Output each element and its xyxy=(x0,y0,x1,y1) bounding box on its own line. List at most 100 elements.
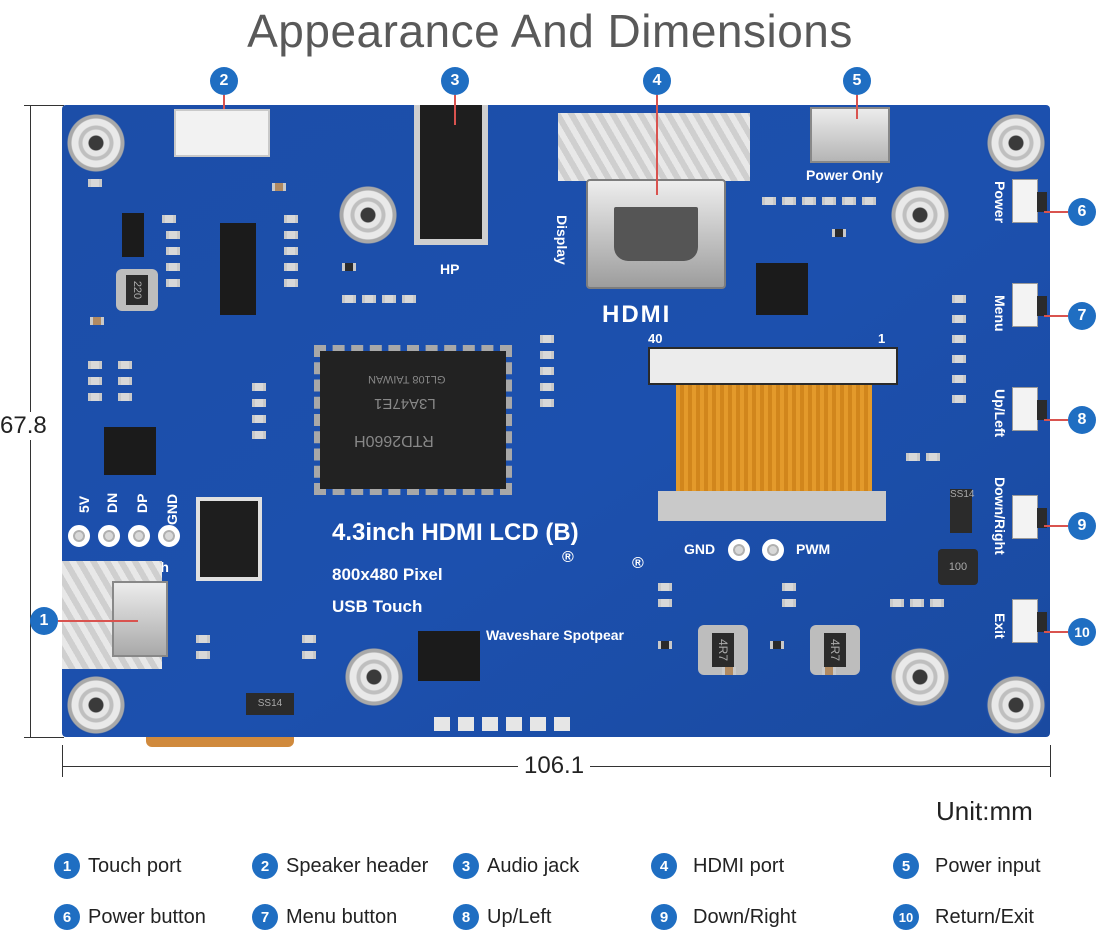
smd-resistor xyxy=(162,215,176,223)
smd-resistor xyxy=(910,599,924,607)
smd-resistor xyxy=(952,375,966,383)
power-only-label: Power Only xyxy=(806,167,884,183)
hp-label: HP xyxy=(440,261,460,277)
smd-resistor xyxy=(252,399,266,407)
chip-text-2: L3A47E1 xyxy=(374,395,436,412)
touch-usb-plug xyxy=(112,581,168,657)
callout-badge-9: 9 xyxy=(1068,512,1096,540)
legend-badge: 7 xyxy=(252,904,278,930)
legend-badge: 5 xyxy=(893,853,919,879)
side-label-exit: Exit xyxy=(992,613,1008,639)
bottom-ribbon xyxy=(146,737,294,747)
smd-resistor xyxy=(342,295,356,303)
ss14-diode xyxy=(122,213,144,257)
callout-leader-2 xyxy=(223,95,225,109)
smd-resistor xyxy=(284,263,298,271)
chip-text-1: RTD2660H xyxy=(354,432,434,449)
legend-badge: 3 xyxy=(453,853,479,879)
legend-item: 9 Down/Right xyxy=(651,903,796,931)
smd-resistor xyxy=(284,279,298,287)
callout-badge-2: 2 xyxy=(210,67,238,95)
height-value: 67.8 xyxy=(0,412,47,440)
smd-resistor xyxy=(930,599,944,607)
fpc-pin-40: 40 xyxy=(648,331,663,346)
smd-resistor xyxy=(782,583,796,591)
callout-badge-1: 1 xyxy=(30,607,58,635)
mounting-hole xyxy=(986,113,1046,173)
legend-item: 3 Audio jack xyxy=(453,852,579,880)
power-micro-usb xyxy=(810,107,890,163)
callout-badge-10: 10 xyxy=(1068,618,1096,646)
ss14-diode: SS14 xyxy=(950,489,974,533)
legend-label: Down/Right xyxy=(693,905,797,928)
hdmi-port xyxy=(586,179,726,289)
ic-chip xyxy=(104,427,156,475)
usb-pin xyxy=(128,525,150,547)
smd-capacitor xyxy=(722,667,736,675)
inductor: 100 xyxy=(938,549,978,585)
usb-pin xyxy=(98,525,120,547)
smd-resistor xyxy=(284,215,298,223)
smd-resistor xyxy=(822,197,836,205)
legend-label: Up/Left xyxy=(487,905,552,928)
smd-resistor xyxy=(862,197,876,205)
mounting-hole xyxy=(66,113,126,173)
callout-badge-8: 8 xyxy=(1068,406,1096,434)
side-label-power: Power xyxy=(992,181,1008,224)
legend-item: 1 Touch port xyxy=(54,852,181,880)
legend-badge: 6 xyxy=(54,904,80,930)
callout-leader-1 xyxy=(58,620,138,622)
mounting-hole xyxy=(890,647,950,707)
model-label: 4.3inch HDMI LCD (B) xyxy=(332,519,579,546)
smd-resistor xyxy=(540,367,554,375)
smd-resistor xyxy=(166,247,180,255)
legend-item: 7 Menu button xyxy=(252,903,397,931)
legend-badge: 9 xyxy=(651,904,677,930)
resolution-label: 800x480 Pixel xyxy=(332,565,443,584)
smd-resistor xyxy=(362,295,376,303)
speaker-header xyxy=(174,109,270,157)
smd-resistor xyxy=(952,315,966,323)
test-pads xyxy=(434,717,570,731)
smd-resistor xyxy=(252,415,266,423)
smd-resistor xyxy=(926,453,940,461)
smd-resistor xyxy=(540,399,554,407)
menu-button-switch xyxy=(1012,283,1047,327)
unit-label: Unit:mm xyxy=(936,796,1033,826)
smd-resistor xyxy=(166,263,180,271)
smd-resistor xyxy=(88,393,102,401)
callout-badge-4: 4 xyxy=(643,67,671,95)
callout-badge-5: 5 xyxy=(843,67,871,95)
side-label-up-left: Up/Left xyxy=(992,389,1008,438)
inductor: 220 xyxy=(116,269,158,311)
ss14-diode: SS14 xyxy=(246,693,294,715)
smd-resistor xyxy=(196,635,210,643)
legend-badge: 1 xyxy=(54,853,80,879)
pin-dp-label: DP xyxy=(134,493,150,513)
page-title: Appearance And Dimensions xyxy=(247,5,853,57)
callout-leader-4 xyxy=(656,95,658,195)
legend-label: Speaker header xyxy=(286,854,429,877)
width-value: 106.1 xyxy=(518,752,591,780)
smd-resistor xyxy=(88,179,102,187)
smd-resistor xyxy=(890,599,904,607)
legend-item: 4 HDMI port xyxy=(651,852,784,880)
lcd-board: HP Display HDMI Power Only GL108 TAIWAN … xyxy=(62,105,1050,737)
smd-resistor xyxy=(252,383,266,391)
smd-resistor xyxy=(118,377,132,385)
smd-resistor xyxy=(658,599,672,607)
smd-resistor xyxy=(284,231,298,239)
smd-resistor xyxy=(540,351,554,359)
callout-leader-5 xyxy=(856,95,858,119)
smd-transistor xyxy=(832,229,846,237)
pin-dn-label: DN xyxy=(104,492,120,513)
callout-leader-6 xyxy=(1044,211,1068,213)
inductor: 4R7 xyxy=(810,625,860,675)
smd-transistor xyxy=(770,641,784,649)
legend-item: 6 Power button xyxy=(54,903,206,931)
legend-item: 2 Speaker header xyxy=(252,852,428,880)
smd-resistor xyxy=(166,279,180,287)
fpc-connector xyxy=(648,347,898,385)
fpc-pin-1: 1 xyxy=(878,331,886,346)
ic-chip xyxy=(756,263,808,315)
